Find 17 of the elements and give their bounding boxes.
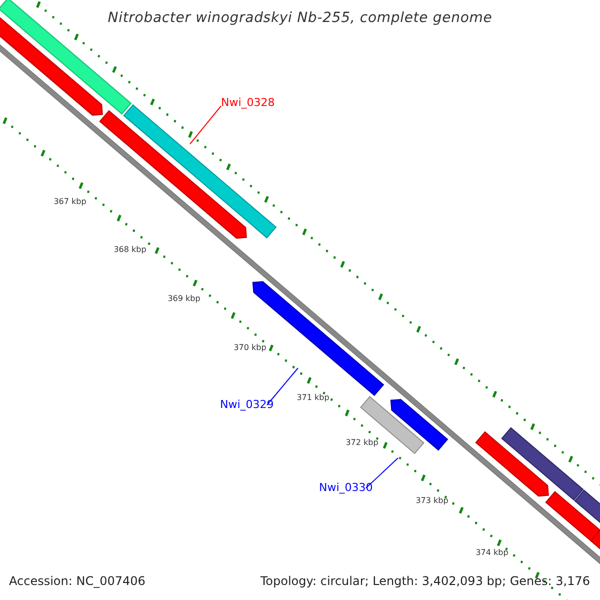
position-label: 372 kbp: [346, 438, 378, 448]
title: Nitrobacter winogradskyi Nb-255, complete genome: [106, 9, 494, 28]
info-text: Accession: NC_007406: [9, 574, 146, 588]
position-label: 373 kbp: [416, 496, 448, 506]
gene-label: Nwi_0330: [319, 481, 373, 495]
leader-line: [190, 106, 222, 144]
leader-line: [266, 368, 298, 406]
position-label: 367 kbp: [54, 197, 86, 207]
position-label: 374 kbp: [476, 548, 508, 558]
position-label: 368 kbp: [114, 245, 146, 255]
gene-label: Nwi_0328: [221, 96, 275, 110]
info-text: Topology: circular; Length: 3,402,093 bp; Genes: 3,176: [260, 574, 590, 588]
gene-label: Nwi_0329: [220, 398, 274, 412]
position-label: 370 kbp: [234, 343, 266, 353]
leader-line: [366, 458, 398, 488]
position-label: 369 kbp: [168, 294, 200, 304]
position-label: 371 kbp: [296, 393, 330, 403]
